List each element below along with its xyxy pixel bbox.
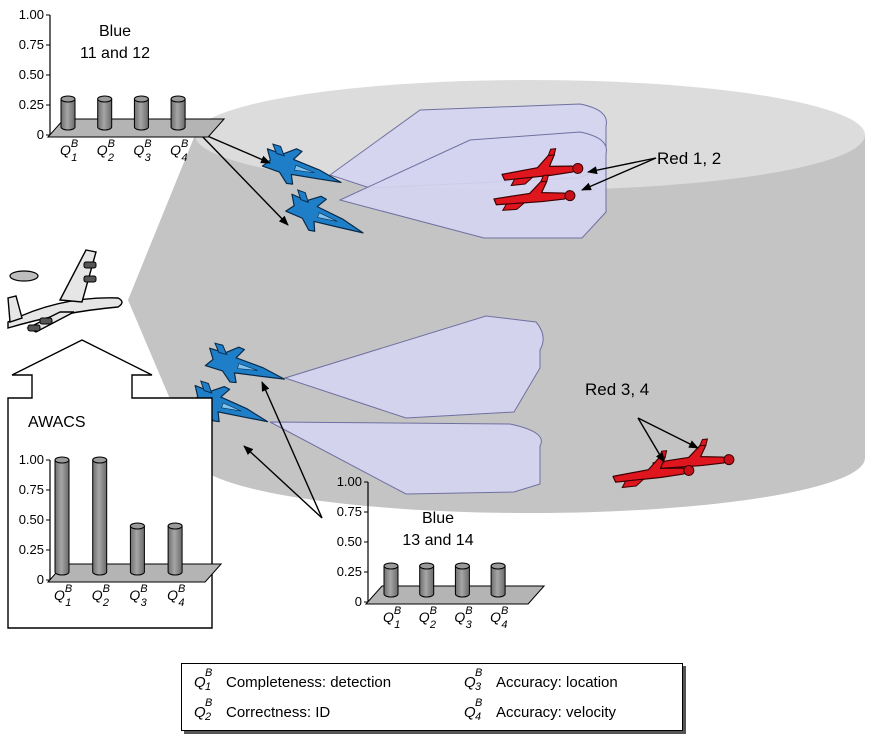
y-tick-label: 0.50 (19, 512, 44, 527)
chart-title-blue-13-14-line2: 13 and 14 (402, 532, 473, 549)
chart-title-blue-13-14-line1: Blue (422, 510, 454, 527)
red-1-2-label: Red 1, 2 (657, 149, 721, 168)
arrow (197, 131, 289, 226)
bar (97, 95, 113, 131)
y-tick-label: 0.75 (337, 504, 362, 519)
red-3-4-label: Red 3, 4 (585, 380, 649, 399)
y-tick-label: 0 (37, 572, 44, 587)
bar (92, 456, 108, 576)
y-tick-label: 0.25 (19, 97, 44, 112)
arrow (197, 131, 271, 164)
y-tick-label: 0.75 (19, 37, 44, 52)
y-tick-label: 0 (37, 127, 44, 142)
arrow (261, 381, 323, 519)
bar (454, 562, 470, 598)
bar (419, 562, 435, 598)
y-tick-label: 0.50 (19, 67, 44, 82)
y-tick-label: 0 (355, 594, 362, 609)
y-tick-label: 1.00 (19, 7, 44, 22)
legend-item-text: Accuracy: location (496, 674, 618, 691)
arrow (243, 445, 323, 519)
sensor-cone (283, 315, 544, 419)
sensor-cone (269, 421, 542, 495)
legend-item-text: Correctness: ID (226, 704, 331, 721)
bar (133, 95, 149, 131)
arrow (637, 417, 699, 449)
bar (490, 562, 506, 598)
bar (170, 95, 186, 131)
bar (383, 562, 399, 598)
chart-title-blue-11-12-line2: 11 and 12 (80, 45, 150, 62)
bar (54, 456, 70, 576)
y-tick-label: 0.75 (19, 482, 44, 497)
sensor-cone (338, 131, 607, 239)
arrow (587, 157, 657, 175)
bar (167, 522, 183, 576)
arrow (637, 417, 665, 463)
arrow (581, 157, 657, 191)
y-tick-label: 0.25 (337, 564, 362, 579)
chart-title-awacs: AWACS (28, 414, 85, 431)
legend-item-text: Completeness: detection (226, 674, 392, 691)
bar (60, 95, 76, 131)
y-tick-label: 0.25 (19, 542, 44, 557)
pointer-arrows (197, 131, 699, 519)
bar (129, 522, 145, 576)
chart-title-blue-11-12-line1: Blue (99, 23, 131, 40)
y-tick-label: 1.00 (19, 452, 44, 467)
awacs-plane-icon (7, 249, 123, 333)
legend-item-text: Accuracy: velocity (496, 704, 617, 721)
y-tick-label: 0.50 (337, 534, 362, 549)
y-tick-label: 1.00 (337, 474, 362, 489)
